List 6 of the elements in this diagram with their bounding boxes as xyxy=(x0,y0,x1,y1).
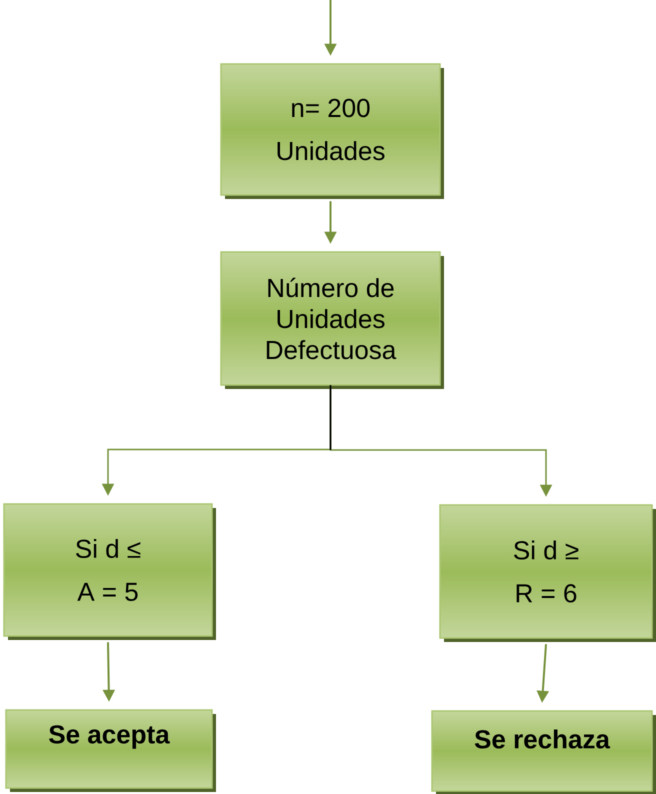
process-box: Se rechaza xyxy=(431,710,656,794)
process-box: Se acepta xyxy=(5,709,216,792)
process-box: n= 200 Unidades xyxy=(220,63,444,199)
process-box: Número de Unidades Defectuosa xyxy=(220,251,444,389)
process-box: Si d ≥ R = 6 xyxy=(439,504,656,642)
process-box: Si d ≤ A = 5 xyxy=(3,503,216,640)
